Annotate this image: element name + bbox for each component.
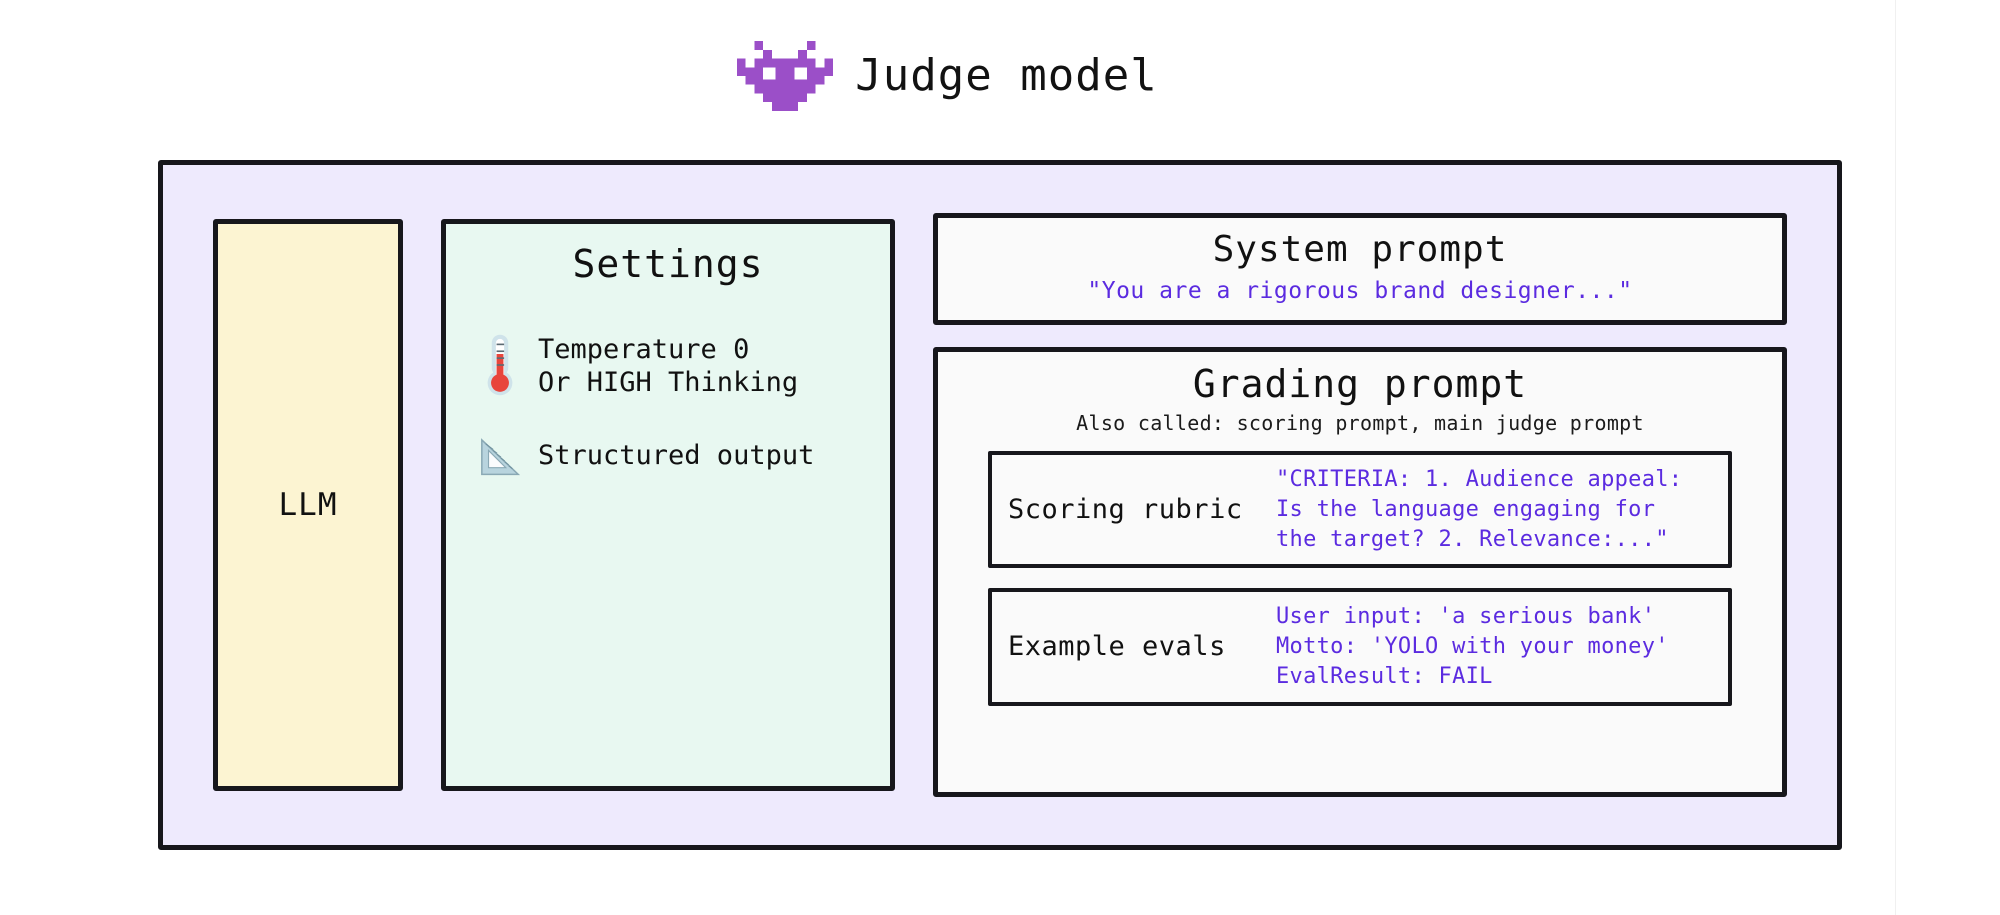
llm-label: LLM: [278, 487, 338, 523]
prompts-column: System prompt "You are a rigorous brand …: [933, 213, 1787, 797]
frame-columns: LLM Settings: [213, 213, 1787, 797]
page-right-margin: [1895, 0, 2000, 915]
llm-box: LLM: [213, 219, 403, 791]
setting-item-structured-output: Structured output: [466, 438, 870, 478]
setting-label-temperature: Temperature 0 Or HIGH Thinking: [538, 334, 799, 398]
grading-prompt-title: Grading prompt: [1192, 361, 1528, 406]
slide-canvas: Judge model LLM Settings: [0, 40, 1895, 850]
thermometer-icon: [487, 334, 513, 396]
settings-panel: Settings: [441, 219, 895, 791]
alien-monster-icon: [737, 41, 834, 111]
judge-model-frame: LLM Settings: [158, 160, 1842, 850]
grading-prompt-subtitle: Also called: scoring prompt, main judge …: [1076, 411, 1644, 436]
system-prompt-quote: "You are a rigorous brand designer...": [1087, 277, 1633, 304]
setting-item-temperature: Temperature 0 Or HIGH Thinking: [466, 332, 870, 400]
example-evals-row: Example evals User input: 'a serious ban…: [988, 588, 1732, 706]
scoring-rubric-value: "CRITERIA: 1. Audience appeal: Is the la…: [1276, 467, 1683, 552]
system-prompt-box: System prompt "You are a rigorous brand …: [933, 213, 1787, 325]
scoring-rubric-row: Scoring rubric "CRITERIA: 1. Audience ap…: [988, 451, 1732, 569]
triangular-ruler-icon: [481, 438, 521, 475]
diagram-header: Judge model: [0, 40, 1895, 112]
scoring-rubric-label: Scoring rubric: [1008, 494, 1243, 526]
page-title: Judge model: [855, 50, 1158, 101]
settings-title: Settings: [572, 242, 764, 286]
system-prompt-title: System prompt: [1212, 229, 1508, 270]
example-evals-value: User input: 'a serious bank' Motto: 'YOL…: [1276, 604, 1669, 689]
setting-label-structured-output: Structured output: [538, 439, 815, 471]
grading-prompt-box: Grading prompt Also called: scoring prom…: [933, 346, 1787, 797]
example-evals-label: Example evals: [1008, 631, 1226, 663]
